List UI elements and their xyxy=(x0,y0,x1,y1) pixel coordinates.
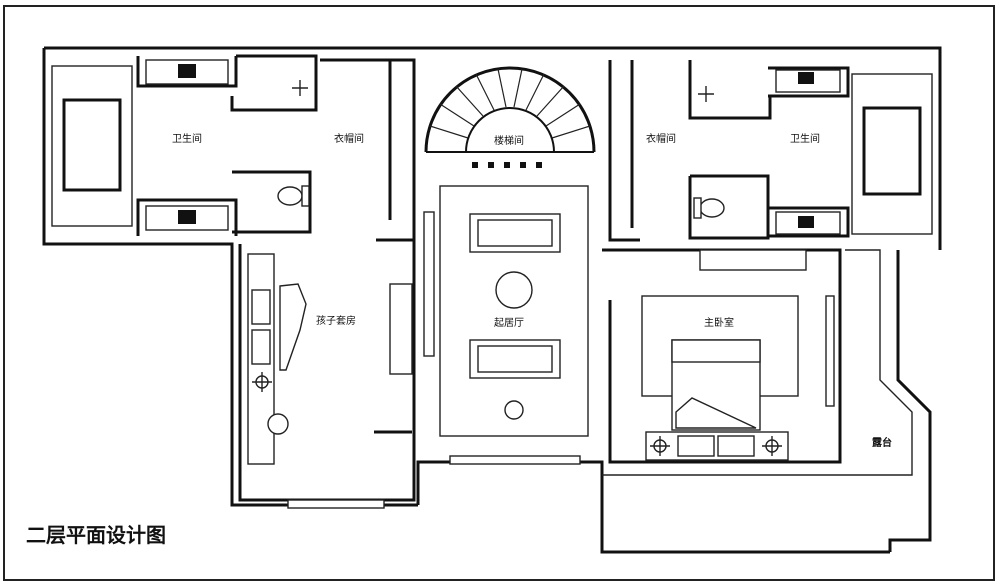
master-drawer-1 xyxy=(677,435,715,457)
bath-right-walls xyxy=(768,66,850,238)
closet-right-walls xyxy=(608,60,640,242)
closet-right-toilet-walls xyxy=(688,60,772,240)
child-desk-cabinet xyxy=(389,283,413,375)
living-table xyxy=(495,271,533,309)
outer-frame xyxy=(3,5,995,581)
terrace-outline xyxy=(602,249,913,476)
master-tv-unit xyxy=(699,249,807,271)
toilet-right xyxy=(699,198,725,218)
room-label-stair: 楼梯间 xyxy=(494,134,524,147)
room-label-child: 孩子套房 xyxy=(316,314,356,327)
stair-arc xyxy=(424,66,596,153)
exterior-wall-top xyxy=(44,46,942,250)
living-window xyxy=(449,455,581,465)
living-sofa-bottom-inner xyxy=(477,345,553,373)
stair-dots xyxy=(472,162,542,168)
bath-left-walls xyxy=(136,56,238,236)
closet-left-walls xyxy=(230,54,318,234)
sink-left-bottom-basin xyxy=(178,210,196,224)
living-sofa-top-inner xyxy=(477,219,553,247)
master-side-cabinet xyxy=(825,295,835,407)
toilet-left xyxy=(277,186,303,206)
toilet-right-tank xyxy=(693,197,702,219)
room-label-bath-left: 卫生间 xyxy=(172,132,202,145)
child-shelf-1 xyxy=(251,289,271,325)
bathtub-right-inner xyxy=(862,106,922,196)
sink-right-top-basin xyxy=(798,72,814,84)
stair-inner-arc xyxy=(465,107,555,153)
exterior-wall-bottom xyxy=(416,460,890,554)
room-label-master: 主卧室 xyxy=(704,316,734,329)
closet-left-shelf xyxy=(320,58,416,242)
room-label-terrace: 露台 xyxy=(872,436,892,449)
child-chair xyxy=(267,413,289,435)
child-bed-cover xyxy=(279,283,307,371)
room-label-bath-right: 卫生间 xyxy=(790,132,820,145)
master-bed-pillows xyxy=(671,339,761,363)
room-label-closet-right: 衣帽间 xyxy=(646,132,676,145)
child-lamp-cross xyxy=(252,372,272,392)
child-window xyxy=(287,499,385,509)
master-lamp-left-cross xyxy=(650,436,670,456)
sink-right-bottom-basin xyxy=(798,216,814,228)
living-ottoman xyxy=(504,400,524,420)
plan-caption: 二层平面设计图 xyxy=(26,523,166,547)
sink-left-top-basin xyxy=(178,64,196,78)
child-shelf-2 xyxy=(251,329,271,365)
living-wall-strip xyxy=(423,211,435,357)
master-drawer-2 xyxy=(717,435,755,457)
room-label-living: 起居厅 xyxy=(494,317,524,329)
master-bed-fold xyxy=(675,397,757,429)
master-lamp-right-cross xyxy=(762,436,782,456)
toilet-left-tank xyxy=(301,185,310,207)
room-label-closet-left: 衣帽间 xyxy=(334,132,364,145)
shower-left-mark xyxy=(292,80,308,96)
shower-right-mark xyxy=(698,86,714,102)
terrace-outline-outer xyxy=(888,250,932,552)
bathtub-left-inner xyxy=(62,98,122,192)
